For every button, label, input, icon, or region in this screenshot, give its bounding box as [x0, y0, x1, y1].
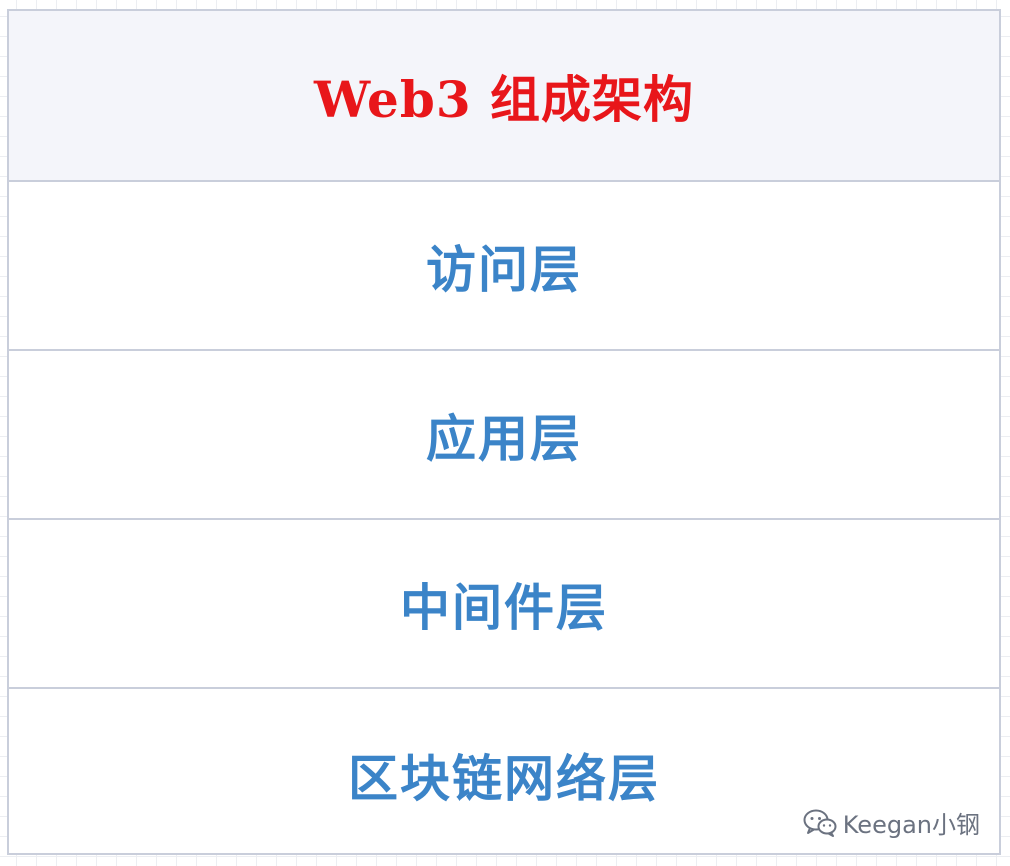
watermark-text: Keegan小钢 [842, 811, 980, 839]
diagram-title-box: Web3 组成架构 [9, 11, 999, 180]
layer-label-access: 访问层 [426, 239, 582, 299]
layer-middleware: 中间件层 [9, 518, 999, 687]
layer-access: 访问层 [9, 180, 999, 349]
watermark: Keegan小钢 [803, 805, 980, 840]
layer-application: 应用层 [9, 349, 999, 518]
architecture-diagram: Web3 组成架构 访问层 应用层 中间件层 区块链网络层 [7, 9, 1001, 855]
layer-label-middleware: 中间件层 [400, 577, 608, 637]
layer-label-application: 应用层 [426, 408, 582, 468]
layer-blockchain-network: 区块链网络层 [9, 687, 999, 853]
layer-label-blockchain-network: 区块链网络层 [348, 749, 660, 808]
diagram-title: Web3 组成架构 [313, 69, 695, 129]
wechat-icon [803, 809, 837, 837]
